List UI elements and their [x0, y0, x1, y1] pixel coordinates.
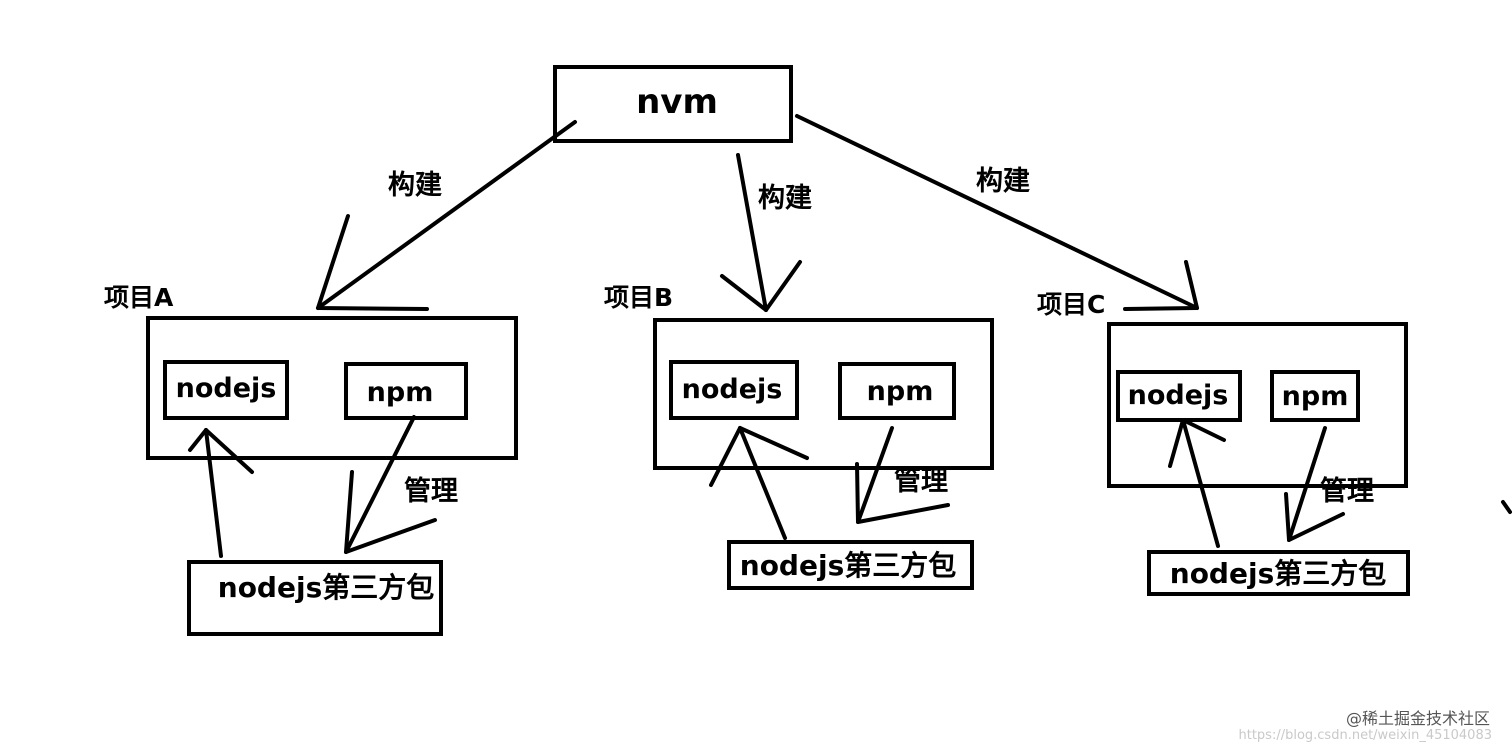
project-c-nodejs-box	[1116, 370, 1242, 422]
project-b-npm-label: npm	[867, 376, 934, 407]
edge-line	[316, 120, 577, 310]
edge-nvm-to-project-c	[795, 114, 1199, 311]
project-a-nodejs-box	[163, 360, 289, 420]
edge-line	[738, 426, 787, 540]
project-a-npm-box	[344, 362, 468, 420]
arrowhead	[709, 426, 809, 487]
edge-label-manage-b: 管理	[894, 466, 948, 497]
edge-label-build-a: 构建	[388, 170, 442, 201]
arrowhead	[1284, 492, 1345, 542]
watermark-text: @稀土掘金技术社区	[1345, 709, 1490, 728]
project-a-box	[146, 316, 518, 460]
project-c-npm-label: npm	[1282, 381, 1349, 412]
arrowhead	[855, 462, 950, 524]
edge-nvm-to-project-a	[316, 120, 577, 311]
arrowhead	[188, 428, 254, 474]
project-c-packages-box	[1147, 550, 1410, 596]
edge-line	[856, 426, 894, 524]
project-c-packages-label: nodejs第三方包	[1170, 557, 1386, 590]
project-b-npm-box	[838, 362, 956, 420]
project-a-nodejs-label: nodejs	[176, 373, 277, 404]
nvm-label: nvm	[636, 82, 718, 122]
project-a-packages-box	[187, 560, 443, 636]
nvm-node: nvm	[553, 65, 793, 143]
nvm-box	[553, 65, 793, 143]
project-c-nodejs-label: nodejs	[1128, 380, 1229, 411]
stray-mark	[1501, 500, 1512, 514]
arrowhead	[1123, 260, 1199, 311]
project-c: 项目C nodejs npm nodejs第三方包 管理	[1037, 290, 1410, 596]
edge-line	[204, 428, 223, 558]
project-b-packages-label: nodejs第三方包	[740, 549, 956, 582]
arrowhead	[316, 214, 429, 311]
project-b-nodejs-box	[669, 360, 799, 420]
edge-label-manage-c: 管理	[1320, 476, 1374, 507]
project-b-title: 项目B	[604, 283, 673, 312]
project-a-title: 项目A	[104, 283, 174, 312]
arrowhead	[1168, 418, 1226, 468]
edge-line	[1181, 418, 1220, 548]
edge-nvm-to-project-b	[720, 153, 802, 312]
project-c-box	[1107, 322, 1408, 488]
edge-label-build-c: 构建	[976, 166, 1030, 197]
arrowhead	[720, 260, 802, 312]
project-b-box	[653, 318, 994, 470]
project-a-npm-label: npm	[367, 377, 434, 408]
watermark-url: https://blog.csdn.net/weixin_45104083	[1238, 728, 1492, 743]
edge-label-build-b: 构建	[758, 183, 812, 214]
project-c-npm-box	[1270, 370, 1360, 422]
edge-label-manage-a: 管理	[404, 476, 458, 507]
edge-line	[344, 415, 416, 554]
edge-line	[736, 153, 768, 312]
project-b-packages-box	[727, 540, 974, 590]
project-c-title: 项目C	[1037, 290, 1105, 319]
project-a: 项目A nodejs npm nodejs第三方包 管理	[104, 283, 518, 636]
project-b: 项目B nodejs npm nodejs第三方包 管理	[604, 283, 994, 590]
project-a-packages-label: nodejs第三方包	[218, 571, 434, 604]
arrowhead	[344, 470, 437, 554]
project-b-nodejs-label: nodejs	[682, 374, 783, 405]
edge-line	[795, 114, 1199, 310]
edge-line	[1287, 426, 1327, 542]
